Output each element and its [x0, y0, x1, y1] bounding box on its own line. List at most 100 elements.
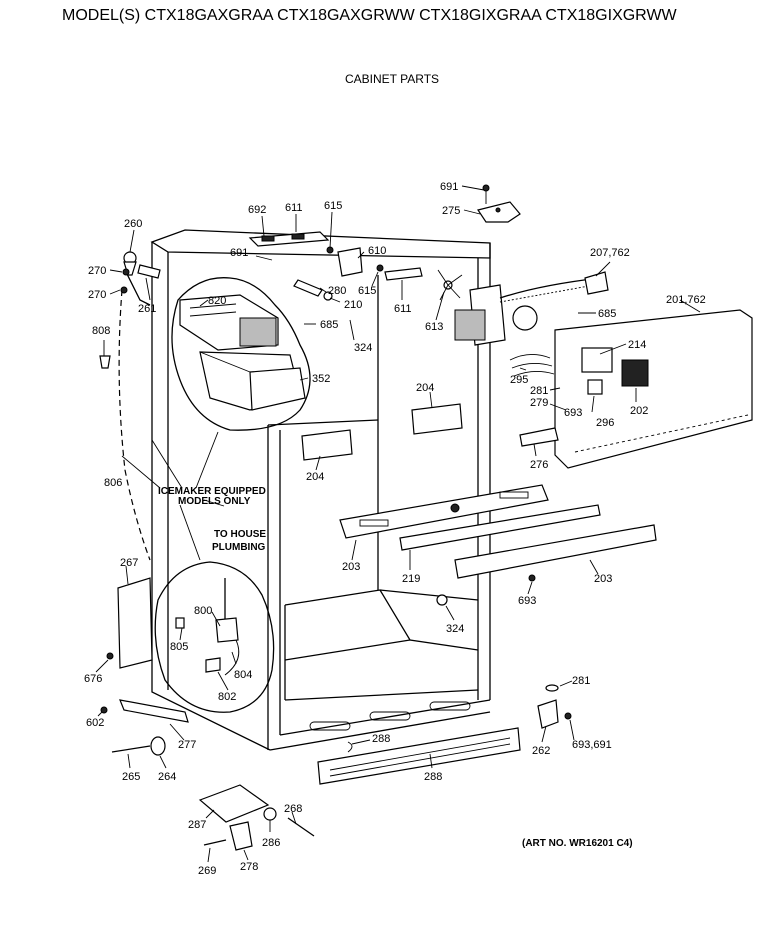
label-288-grille[interactable]: 288 — [424, 771, 442, 783]
label-691[interactable]: 691 — [440, 181, 458, 193]
mullion-trim[interactable] — [399, 504, 601, 551]
label-602[interactable]: 602 — [86, 717, 104, 729]
label-278[interactable]: 278 — [240, 861, 258, 873]
label-264[interactable]: 264 — [158, 771, 176, 783]
label-286[interactable]: 286 — [262, 837, 280, 849]
top-bracket[interactable] — [248, 231, 330, 247]
label-277[interactable]: 277 — [178, 739, 196, 751]
label-693[interactable]: 693 — [564, 407, 582, 419]
label-267[interactable]: 267 — [120, 557, 138, 569]
label-276[interactable]: 276 — [530, 459, 548, 471]
shelf-clip-left[interactable] — [301, 429, 353, 461]
label-295[interactable]: 295 — [510, 374, 528, 386]
bracket-screw[interactable] — [100, 706, 108, 714]
center-hinge[interactable] — [519, 427, 559, 447]
label-296[interactable]: 296 — [596, 417, 614, 429]
control-panel[interactable] — [554, 309, 753, 469]
light-socket[interactable] — [621, 359, 649, 387]
top-hinge[interactable] — [477, 201, 521, 223]
label-692[interactable]: 692 — [248, 204, 266, 216]
shelf-clip-right[interactable] — [411, 403, 463, 435]
label-280[interactable]: 280 — [328, 285, 346, 297]
hinge-bolt[interactable] — [564, 712, 572, 720]
leveling-rod[interactable] — [287, 817, 315, 837]
damper-part[interactable] — [293, 279, 323, 297]
label-279[interactable]: 279 — [530, 397, 548, 409]
leveling-screw[interactable] — [203, 839, 227, 846]
label-204-right[interactable]: 204 — [416, 382, 434, 394]
label-685[interactable]: 685 — [320, 319, 338, 331]
clip-lower[interactable] — [120, 286, 128, 294]
label-324-lower[interactable]: 324 — [446, 623, 464, 635]
label-201-762[interactable]: 201,762 — [666, 294, 706, 306]
lower-bracket[interactable] — [384, 267, 423, 281]
icemaker-unit[interactable] — [179, 294, 279, 351]
label-324[interactable]: 324 — [354, 342, 372, 354]
grille-clip[interactable] — [347, 741, 353, 753]
bottom-hinge[interactable] — [537, 699, 559, 729]
label-207-762[interactable]: 207,762 — [590, 247, 630, 259]
label-281[interactable]: 281 — [530, 385, 548, 397]
label-613[interactable]: 613 — [425, 321, 443, 333]
label-820[interactable]: 820 — [208, 295, 226, 307]
mullion-rail-upper[interactable] — [339, 484, 549, 539]
label-210[interactable]: 210 — [344, 299, 362, 311]
label-685-right[interactable]: 685 — [598, 308, 616, 320]
side-panel[interactable] — [117, 577, 153, 669]
label-275[interactable]: 275 — [442, 205, 460, 217]
label-203-upper[interactable]: 203 — [342, 561, 360, 573]
label-615-lower[interactable]: 615 — [358, 285, 376, 297]
valve-clip[interactable] — [175, 617, 185, 629]
water-valve[interactable] — [215, 617, 239, 643]
valve-bracket[interactable] — [205, 657, 221, 673]
fill-tube-part[interactable] — [137, 264, 161, 279]
label-214[interactable]: 214 — [628, 339, 646, 351]
label-676[interactable]: 676 — [84, 673, 102, 685]
label-288-clip[interactable]: 288 — [372, 733, 390, 745]
thermostat-control[interactable] — [326, 246, 384, 277]
hinge-washer[interactable] — [545, 684, 559, 692]
fan-motor-assembly[interactable] — [454, 271, 609, 346]
label-265[interactable]: 265 — [122, 771, 140, 783]
label-203-lower[interactable]: 203 — [594, 573, 612, 585]
fan-blade[interactable] — [437, 269, 463, 301]
grommet[interactable] — [99, 355, 111, 369]
label-610[interactable]: 610 — [368, 245, 386, 257]
clip-upper[interactable] — [122, 268, 130, 276]
leveling-nut[interactable] — [263, 807, 277, 821]
label-802[interactable]: 802 — [218, 691, 236, 703]
label-693-691[interactable]: 693,691 — [572, 739, 612, 751]
hinge-screw[interactable] — [482, 184, 490, 192]
mullion-rail-lower[interactable] — [454, 524, 657, 579]
label-269[interactable]: 269 — [198, 865, 216, 877]
label-270-upper[interactable]: 270 — [88, 265, 106, 277]
panel-screw[interactable] — [106, 652, 114, 660]
bottom-bracket[interactable] — [119, 699, 189, 723]
leveling-bracket[interactable] — [198, 784, 270, 823]
label-268[interactable]: 268 — [284, 803, 302, 815]
shelf-support[interactable] — [436, 594, 448, 606]
label-204-left[interactable]: 204 — [306, 471, 324, 483]
label-804[interactable]: 804 — [234, 669, 252, 681]
label-287[interactable]: 287 — [188, 819, 206, 831]
label-352[interactable]: 352 — [312, 373, 330, 385]
label-800[interactable]: 800 — [194, 605, 212, 617]
ice-bucket[interactable] — [199, 351, 306, 411]
label-281-lower[interactable]: 281 — [572, 675, 590, 687]
label-219[interactable]: 219 — [402, 573, 420, 585]
label-806[interactable]: 806 — [104, 477, 122, 489]
leveling-leg[interactable] — [229, 821, 253, 851]
label-270-lower[interactable]: 270 — [88, 289, 106, 301]
label-260[interactable]: 260 — [124, 218, 142, 230]
label-693-rail[interactable]: 693 — [518, 595, 536, 607]
light-switch[interactable] — [587, 379, 603, 395]
label-615[interactable]: 615 — [324, 200, 342, 212]
label-611-lower[interactable]: 611 — [394, 303, 412, 315]
roller-wheel[interactable] — [150, 736, 166, 756]
label-805[interactable]: 805 — [170, 641, 188, 653]
toe-grille[interactable] — [317, 727, 521, 785]
rail-screw[interactable] — [528, 574, 536, 582]
label-611[interactable]: 611 — [285, 202, 303, 214]
label-262[interactable]: 262 — [532, 745, 550, 757]
roller-axle[interactable] — [111, 745, 151, 753]
